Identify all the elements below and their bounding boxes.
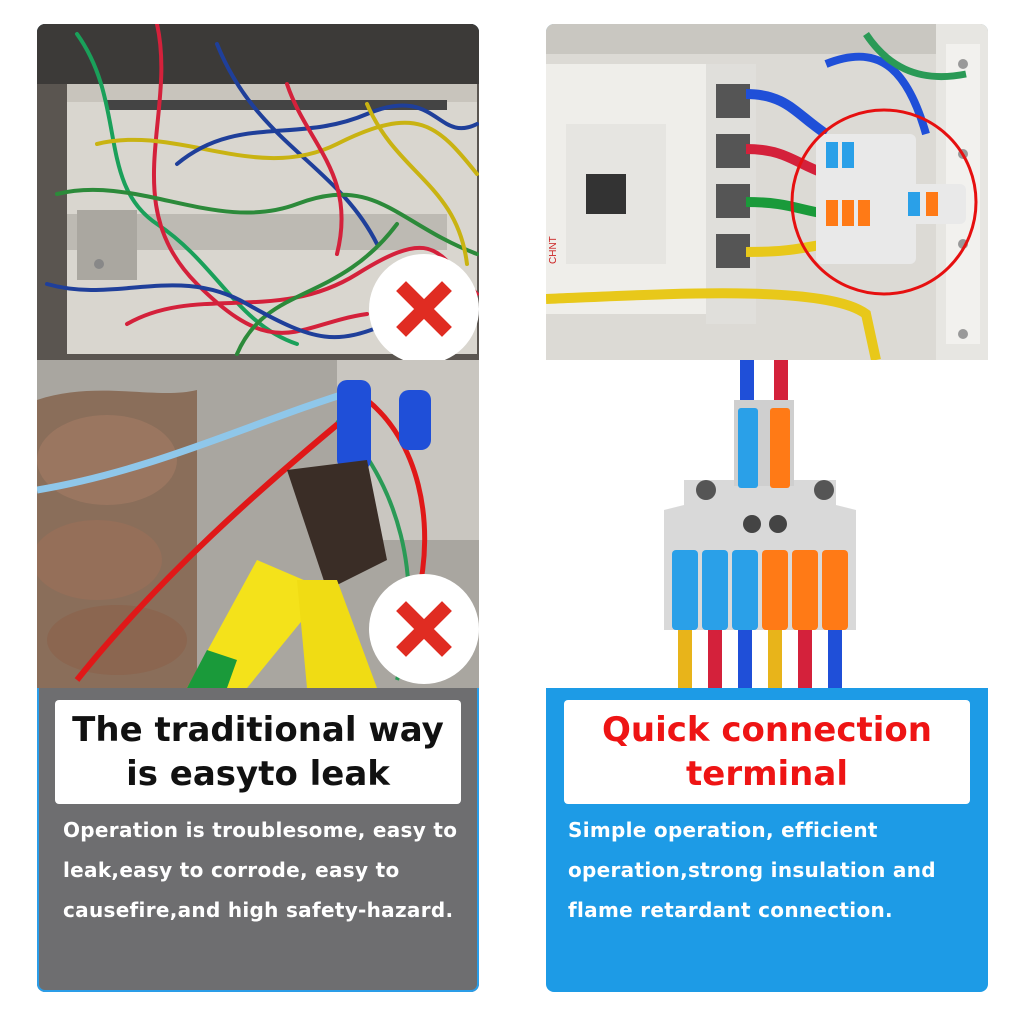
quick-connection-panel: CHNT [546,24,988,992]
cross-icon [396,601,452,657]
breaker-panel-photo: CHNT [546,24,988,360]
quick-connection-title: Quick connection terminal [602,710,932,794]
cross-icon [396,281,452,337]
error-badge-bottom [369,574,479,684]
messy-wiring-photo [37,24,479,360]
quick-connection-title-box: Quick connection terminal [564,700,970,804]
pliers-crimping-photo [37,360,479,688]
connector-product-photo [546,360,988,688]
quick-connection-description: Simple operation, efficient operation,st… [568,818,936,922]
traditional-description: Operation is troublesome, easy to leak,e… [63,818,458,922]
traditional-panel: The traditional way is easyto leak Opera… [37,24,479,992]
breaker-brand-label: CHNT [548,236,559,264]
traditional-title: The traditional way is easyto leak [72,710,444,794]
error-badge-top [369,254,479,360]
traditional-title-box: The traditional way is easyto leak [55,700,461,804]
